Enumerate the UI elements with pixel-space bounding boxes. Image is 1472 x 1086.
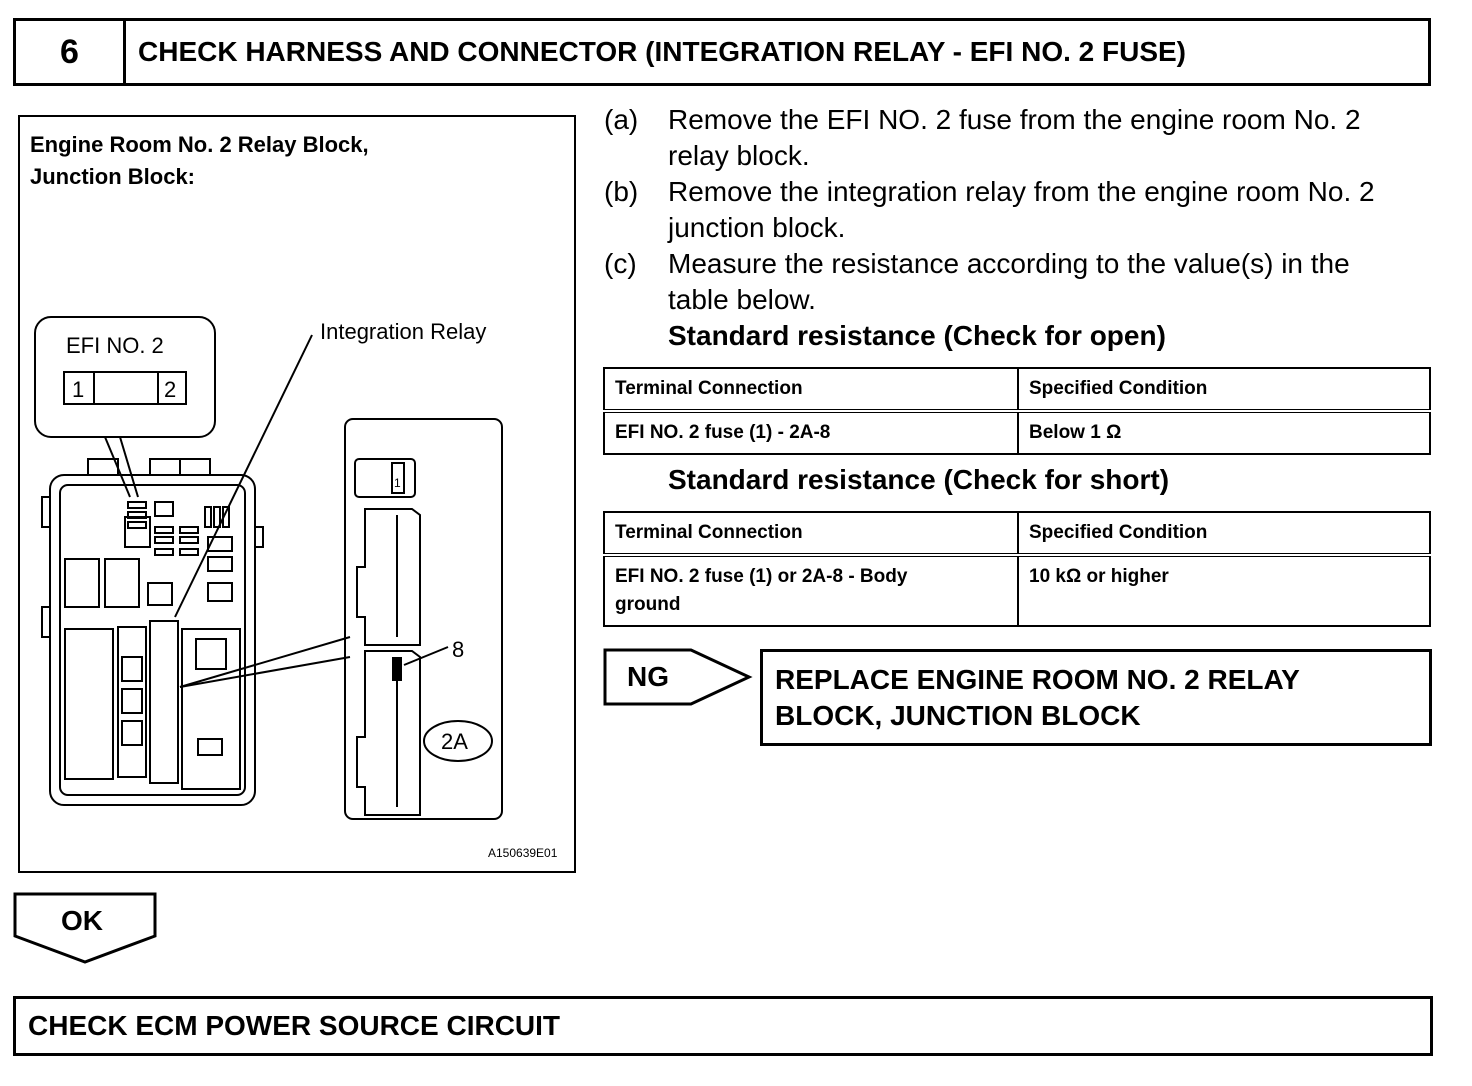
fuse-callout xyxy=(34,316,216,438)
connector-label: 2A xyxy=(441,729,468,754)
connector-pin-top: 1 xyxy=(394,476,401,490)
instruction-a: Remove the EFI NO. 2 fuse from the engin… xyxy=(668,102,1448,174)
table-header-row: Terminal Connection Specified Condition xyxy=(603,367,1431,413)
instruction-a-letter: (a) xyxy=(604,104,639,135)
instruction-b-line1: Remove the integration relay from the en… xyxy=(668,176,1375,207)
cell-terminal-connection: EFI NO. 2 fuse (1) or 2A-8 - Body ground xyxy=(603,554,1019,627)
cell-specified-condition: 10 kΩ or higher xyxy=(1017,554,1431,627)
cell-terminal-connection: EFI NO. 2 fuse (1) - 2A-8 xyxy=(603,410,1019,455)
ng-result-line2: BLOCK, JUNCTION BLOCK xyxy=(775,700,1141,731)
step-title: CHECK HARNESS AND CONNECTOR (INTEGRATION… xyxy=(138,36,1187,67)
open-check-table: Terminal Connection Specified Condition … xyxy=(603,367,1431,455)
instruction-a-line1: Remove the EFI NO. 2 fuse from the engin… xyxy=(668,104,1361,135)
fuse-pin1: 1 xyxy=(72,377,84,402)
short-check-heading: Standard resistance (Check for short) xyxy=(668,464,1170,495)
instruction-b-letter: (b) xyxy=(604,176,639,207)
open-check-heading: Standard resistance (Check for open) xyxy=(668,320,1166,351)
short-check-table: Terminal Connection Specified Condition … xyxy=(603,511,1431,627)
ng-arrow: NG xyxy=(603,648,753,706)
table-row: EFI NO. 2 fuse (1) - 2A-8 Below 1 Ω xyxy=(603,410,1431,455)
fuse-label: EFI NO. 2 xyxy=(66,333,164,358)
ok-arrow: OK xyxy=(13,892,157,964)
connector-2a-top xyxy=(354,458,416,498)
ok-label: OK xyxy=(61,905,103,936)
connector-housing-1 xyxy=(356,508,421,646)
header-terminal-connection: Terminal Connection xyxy=(603,511,1019,557)
connector-leader-top xyxy=(179,636,351,688)
instruction-b-line2: junction block. xyxy=(668,212,846,243)
instruction-a-line2: relay block. xyxy=(668,140,810,171)
cell-specified-condition: Below 1 Ω xyxy=(1017,410,1431,455)
ng-label: NG xyxy=(627,661,669,692)
instruction-c-line2: table below. xyxy=(668,284,816,315)
table-row: EFI NO. 2 fuse (1) or 2A-8 - Body ground… xyxy=(603,554,1431,627)
instruction-c-line1: Measure the resistance according to the … xyxy=(668,248,1350,279)
header-terminal-connection: Terminal Connection xyxy=(603,367,1019,413)
step-number: 6 xyxy=(16,21,126,83)
relay-bank-left xyxy=(64,628,114,780)
connector-label-oval xyxy=(423,720,493,762)
step-header: 6 CHECK HARNESS AND CONNECTOR (INTEGRATI… xyxy=(13,18,1431,86)
header-specified-condition: Specified Condition xyxy=(1017,367,1431,413)
ng-result-line1: REPLACE ENGINE ROOM NO. 2 RELAY xyxy=(775,664,1300,695)
instruction-b: Remove the integration relay from the en… xyxy=(668,174,1448,246)
connector-callout xyxy=(344,418,503,820)
figure-caption-line2: Junction Block: xyxy=(30,164,196,189)
relay-block-diagram: EFI NO. 2 1 2 Integration Relay 8 2A 1 A… xyxy=(34,316,558,860)
fuse-outline xyxy=(63,371,187,405)
integration-relay-slot xyxy=(149,620,179,784)
connector-housing-2 xyxy=(356,650,421,816)
next-step-box: CHECK ECM POWER SOURCE CIRCUIT xyxy=(13,996,1433,1056)
ng-result-box: REPLACE ENGINE ROOM NO. 2 RELAY BLOCK, J… xyxy=(760,649,1432,746)
relay-label: Integration Relay xyxy=(320,319,486,344)
figure-id: A150639E01 xyxy=(488,846,558,860)
terminal-8-marker xyxy=(392,657,402,681)
fuse-pin2: 2 xyxy=(164,377,176,402)
instruction-c-letter: (c) xyxy=(604,248,637,279)
header-specified-condition: Specified Condition xyxy=(1017,511,1431,557)
terminal-label: 8 xyxy=(452,637,464,662)
terminal-8-leader xyxy=(403,646,449,666)
instruction-c: Measure the resistance according to the … xyxy=(668,246,1448,318)
table-header-row: Terminal Connection Specified Condition xyxy=(603,511,1431,557)
figure-caption-line1: Engine Room No. 2 Relay Block, xyxy=(30,132,369,157)
figure-caption: Engine Room No. 2 Relay Block, Junction … xyxy=(30,129,369,193)
relay-block-figure: Engine Room No. 2 Relay Block, Junction … xyxy=(18,115,576,873)
